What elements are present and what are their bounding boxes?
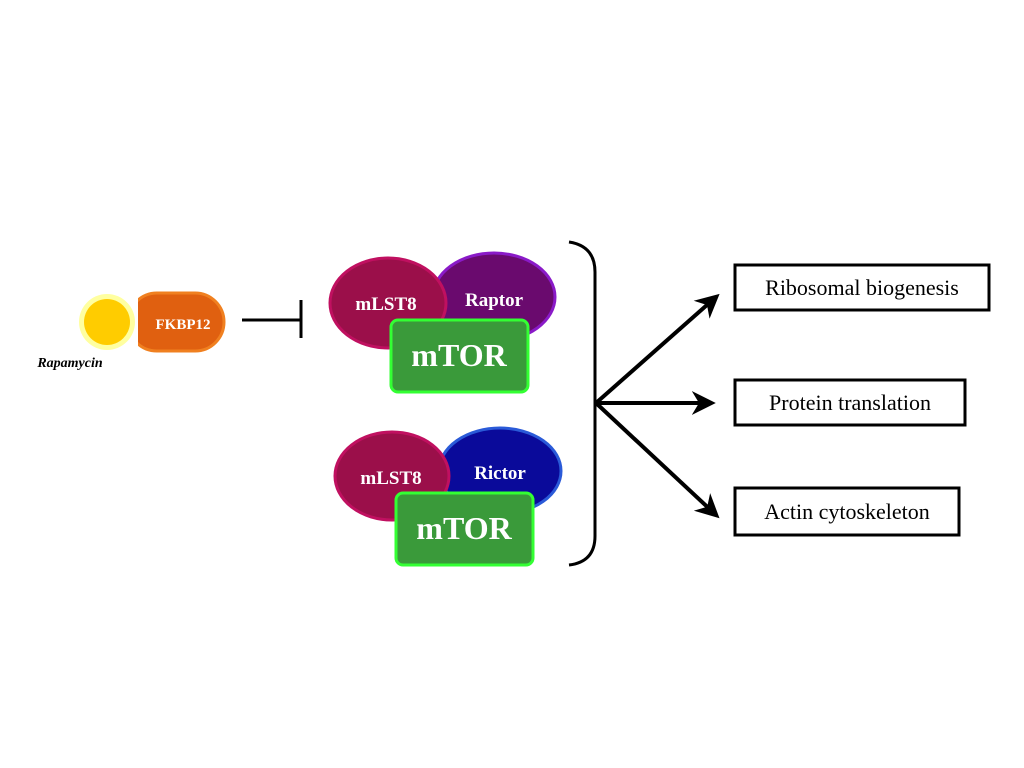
rapamycin-fkbp12-group: FKBP12 Rapamycin: [36, 291, 226, 371]
mtorc2-complex: Rictor mLST8 mTOR: [333, 426, 563, 567]
mtor-kinase-1: [389, 318, 530, 394]
raptor-label: Raptor: [465, 290, 524, 311]
output-box-3: [733, 486, 961, 537]
mtor-kinase-2: [394, 491, 535, 567]
mtor-label-1: mTOR: [411, 337, 507, 373]
rictor-label: Rictor: [474, 463, 526, 484]
output-actin-cytoskeleton: Actin cytoskeleton: [733, 486, 961, 537]
inhibition-symbol: [242, 300, 303, 338]
mlst8-label-1: mLST8: [355, 294, 416, 315]
mtorc1-complex: Raptor mLST8 mTOR: [328, 251, 557, 394]
fkbp12-label: FKBP12: [156, 317, 211, 333]
output-arrows: [594, 293, 720, 519]
arrow-to-ribosomal-biogenesis: [594, 293, 720, 405]
output-label-1: Ribosomal biogenesis: [765, 275, 959, 300]
output-label-2: Protein translation: [769, 390, 931, 415]
rapamycin-label: Rapamycin: [36, 356, 103, 371]
rapamycin-molecule: [84, 299, 130, 345]
mlst8-label-2: mLST8: [360, 468, 421, 489]
output-label-3: Actin cytoskeleton: [764, 499, 930, 524]
output-box-2: [733, 378, 967, 427]
output-box-1: [733, 263, 991, 312]
mtor-label-2: mTOR: [416, 510, 512, 546]
output-protein-translation: Protein translation: [733, 378, 967, 427]
output-ribosomal-biogenesis: Ribosomal biogenesis: [733, 263, 991, 312]
arrow-to-actin-cytoskeleton: [594, 401, 720, 519]
grouping-bracket: [568, 240, 597, 567]
